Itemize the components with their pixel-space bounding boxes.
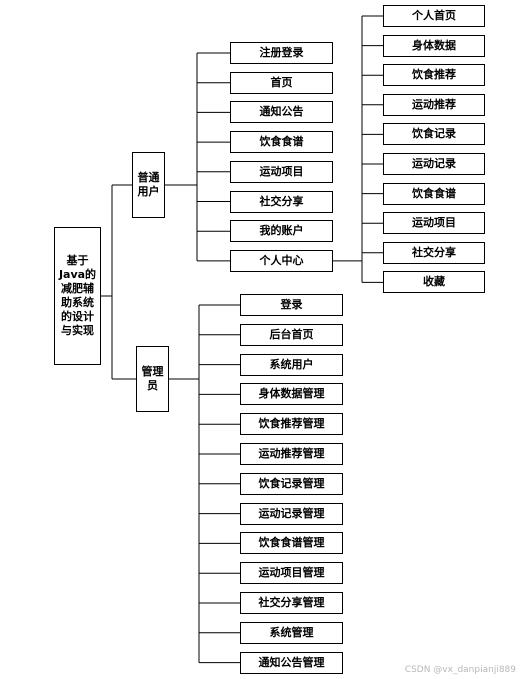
personal-center-item-node: 饮食记录: [383, 123, 485, 146]
admin-item-node-label: 运动记录管理: [258, 506, 325, 520]
admin-group-node-label: 管理员: [141, 365, 164, 392]
personal-center-item-node: 饮食食谱: [383, 182, 485, 205]
admin-item-node-label: 饮食食谱管理: [258, 536, 325, 550]
watermark: CSDN @vx_danpianji889: [404, 665, 516, 675]
admin-item-node-label: 后台首页: [269, 327, 314, 341]
root-node-label: 基于Java的减肥辅助系统的设计与实现: [58, 254, 97, 337]
personal-center-item-node-label: 社交分享: [412, 245, 456, 259]
admin-item-node: 运动推荐管理: [240, 443, 343, 465]
personal-center-item-node: 收藏: [383, 271, 485, 294]
personal-center-item-node: 社交分享: [383, 241, 485, 264]
personal-center-item-node: 饮食推荐: [383, 64, 485, 87]
personal-center-item-node: 身体数据: [383, 34, 485, 57]
personal-center-item-node-label: 饮食食谱: [412, 186, 456, 200]
admin-item-node-label: 登录: [280, 298, 303, 311]
user-item-node: 饮食食谱: [230, 131, 333, 154]
admin-item-node: 饮食记录管理: [240, 472, 343, 495]
personal-center-item-node-label: 运动记录: [412, 157, 456, 170]
user-item-node-label: 注册登录: [259, 46, 304, 59]
user-item-node: 通知公告: [230, 101, 333, 124]
personal-center-item-node-label: 身体数据: [412, 38, 456, 52]
user-item-node-label: 运动项目: [259, 164, 304, 178]
admin-item-node: 饮食食谱管理: [240, 532, 343, 555]
admin-item-node: 社交分享管理: [240, 592, 343, 614]
user-item-node-label: 通知公告: [259, 105, 304, 119]
user-item-node: 个人中心: [230, 249, 333, 272]
personal-center-item-node: 个人首页: [383, 5, 485, 27]
admin-item-node-label: 系统用户: [269, 357, 314, 371]
admin-item-node: 系统用户: [240, 353, 343, 376]
admin-item-node: 登录: [240, 294, 343, 316]
admin-item-node: 身体数据管理: [240, 383, 343, 406]
user-item-node-label: 个人中心: [259, 253, 304, 267]
user-item-node: 首页: [230, 71, 333, 94]
personal-center-item-node-label: 运动项目: [412, 216, 456, 230]
admin-item-node-label: 通知公告管理: [258, 655, 325, 669]
admin-item-node-label: 饮食推荐管理: [258, 417, 325, 431]
admin-item-node: 饮食推荐管理: [240, 413, 343, 436]
personal-center-item-node-label: 运动推荐: [412, 97, 456, 111]
admin-item-node-label: 饮食记录管理: [258, 476, 325, 490]
admin-item-node-label: 身体数据管理: [258, 387, 325, 401]
admin-item-node: 运动项目管理: [240, 562, 343, 585]
personal-center-item-node: 运动推荐: [383, 93, 485, 116]
user-item-node-label: 社交分享: [259, 194, 304, 208]
admin-item-node: 通知公告管理: [240, 651, 343, 674]
user-item-node-label: 饮食食谱: [259, 135, 304, 149]
user-item-node-label: 我的账户: [259, 224, 304, 238]
admin-item-node: 系统管理: [240, 621, 343, 644]
user-group-node: 普通用户: [132, 152, 165, 218]
personal-center-item-node-label: 饮食推荐: [412, 68, 456, 82]
personal-center-item-node: 运动记录: [383, 153, 485, 175]
user-group-node-label: 普通用户: [137, 171, 160, 198]
user-item-node: 运动项目: [230, 160, 333, 183]
personal-center-item-node-label: 收藏: [423, 275, 445, 289]
user-item-node-label: 首页: [270, 75, 293, 89]
personal-center-item-node-label: 饮食记录: [412, 127, 456, 141]
admin-item-node-label: 运动项目管理: [258, 566, 325, 580]
admin-item-node: 运动记录管理: [240, 502, 343, 525]
user-item-node: 社交分享: [230, 190, 333, 213]
user-item-node: 注册登录: [230, 42, 333, 64]
admin-item-node-label: 运动推荐管理: [258, 447, 325, 460]
admin-item-node-label: 社交分享管理: [258, 596, 325, 609]
admin-item-node-label: 系统管理: [269, 625, 314, 639]
root-node: 基于Java的减肥辅助系统的设计与实现: [54, 227, 101, 365]
admin-item-node: 后台首页: [240, 323, 343, 346]
user-item-node: 我的账户: [230, 220, 333, 243]
personal-center-item-node: 运动项目: [383, 212, 485, 235]
admin-group-node: 管理员: [136, 346, 169, 412]
personal-center-item-node-label: 个人首页: [412, 9, 456, 22]
